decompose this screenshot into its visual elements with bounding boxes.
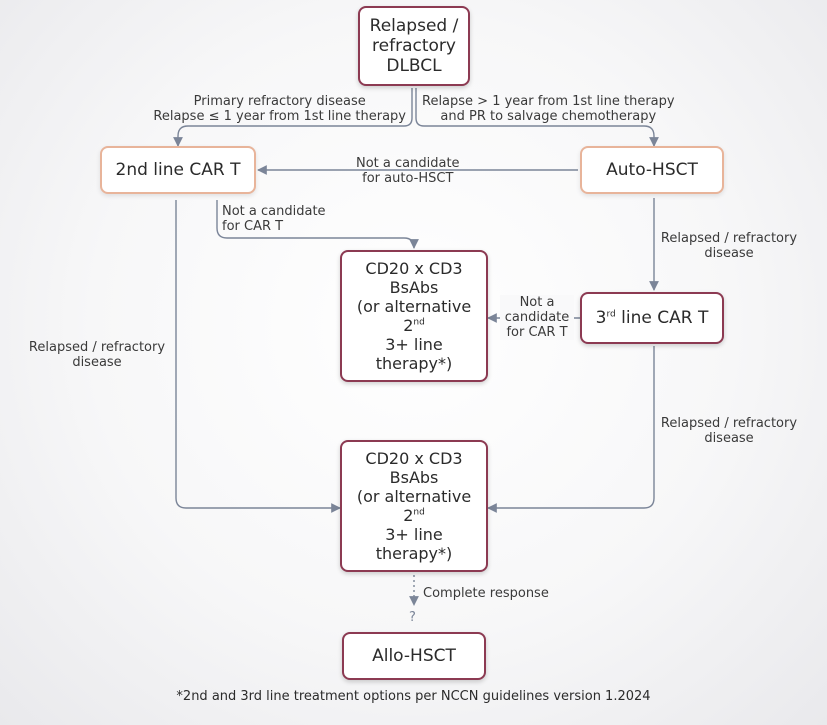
bsabs-mid-line3: (or alternative: [356, 297, 472, 316]
label-relapsed-right-2-line2: disease: [704, 431, 754, 446]
bsabs-bot-line3: (or alternative: [356, 487, 472, 506]
node-bsabs-middle: CD20 x CD3 BsAbs (or alternative 2nd 3+ …: [340, 250, 488, 382]
label-relapsed-left-line2: disease: [72, 355, 122, 370]
edge-start-to-auto: [415, 88, 659, 147]
node-2nd-line-car-t-label: 2nd line CAR T: [115, 160, 241, 180]
node-relapsed-dlbcl-line2: refractory: [372, 36, 456, 56]
car3-ordinal: 3: [595, 308, 607, 328]
label-not-candidate-cart-a-line2: for CAR T: [222, 219, 284, 234]
bsabs-bot-line2: BsAbs: [389, 468, 439, 487]
label-not-candidate-auto: Not a candidate for auto-HSCT: [356, 156, 460, 186]
label-not-candidate-cart-b: Not a candidate for CAR T: [500, 295, 574, 340]
edge-car3-to-bsabs-bot: [487, 346, 655, 513]
bsabs-mid-line1: CD20 x CD3: [365, 259, 463, 278]
label-relapse-gt-1-year-line1: Relapse > 1 year from 1st line therapy: [422, 94, 675, 109]
bsabs-bot-line6: therapy*): [375, 544, 453, 563]
label-not-candidate-auto-line2: for auto-HSCT: [362, 171, 454, 186]
car3-rest: line CAR T: [615, 308, 709, 328]
label-not-candidate-cart-b-line2: candidate: [504, 310, 570, 325]
bsabs-mid-ordinal: 2: [403, 316, 414, 335]
node-relapsed-dlbcl-line1: Relapsed /: [369, 16, 459, 36]
node-auto-hsct: Auto-HSCT: [580, 146, 724, 194]
bsabs-bot-line5: 3+ line: [385, 525, 443, 544]
label-relapsed-left-line1: Relapsed / refractory: [28, 340, 166, 355]
label-relapsed-right-1-line2: disease: [704, 246, 754, 261]
bsabs-mid-line6: therapy*): [375, 354, 453, 373]
label-not-candidate-auto-line1: Not a candidate: [356, 156, 460, 171]
edge-start-to-car2: [173, 88, 413, 147]
bsabs-mid-line2: BsAbs: [389, 278, 439, 297]
bsabs-bot-line4: 2nd: [403, 506, 425, 525]
bsabs-bot-line1: CD20 x CD3: [365, 449, 463, 468]
label-primary-refractory-line2: Relapse ≤ 1 year from 1st line therapy: [153, 109, 406, 124]
label-relapsed-right-2-line1: Relapsed / refractory: [660, 416, 798, 431]
node-relapsed-dlbcl-line3: DLBCL: [386, 56, 442, 76]
node-relapsed-dlbcl: Relapsed / refractory DLBCL: [358, 6, 470, 86]
label-relapse-gt-1-year-line2: and PR to salvage chemotherapy: [440, 109, 657, 124]
label-primary-refractory: Primary refractory disease Relapse ≤ 1 y…: [153, 94, 406, 124]
label-not-candidate-cart-a-line1: Not a candidate: [222, 204, 326, 219]
label-not-candidate-cart-a: Not a candidate for CAR T: [222, 204, 326, 234]
label-relapse-gt-1-year: Relapse > 1 year from 1st line therapy a…: [422, 94, 675, 124]
node-3rd-line-car-t-label: 3rd line CAR T: [596, 308, 709, 328]
node-2nd-line-car-t: 2nd line CAR T: [100, 146, 256, 194]
bsabs-bot-ordinal-suffix: nd: [413, 507, 425, 518]
label-primary-refractory-line1: Primary refractory disease: [193, 94, 366, 109]
footnote: *2nd and 3rd line treatment options per …: [176, 689, 651, 704]
edge-car2-to-bsabs-bot: [175, 200, 341, 513]
bsabs-bot-ordinal: 2: [403, 506, 414, 525]
node-allo-hsct: Allo-HSCT: [342, 632, 486, 680]
node-auto-hsct-label: Auto-HSCT: [606, 160, 698, 180]
label-relapsed-left: Relapsed / refractory disease: [22, 340, 172, 370]
bsabs-mid-line4: 2nd: [403, 316, 425, 335]
car3-ordinal-suffix: rd: [606, 309, 616, 320]
label-relapsed-right-1-line1: Relapsed / refractory: [660, 231, 798, 246]
label-not-candidate-cart-b-line3: for CAR T: [506, 325, 568, 340]
edge-car2-to-bsabs-mid: [216, 200, 419, 249]
node-3rd-line-car-t: 3rd line CAR T: [580, 292, 724, 344]
bsabs-mid-ordinal-suffix: nd: [413, 317, 425, 328]
label-complete-response: Complete response: [423, 586, 549, 601]
bsabs-mid-line5: 3+ line: [385, 335, 443, 354]
label-relapsed-right-2: Relapsed / refractory disease: [654, 416, 804, 446]
label-question-mark: ?: [409, 610, 416, 625]
label-relapsed-right-1: Relapsed / refractory disease: [654, 231, 804, 261]
label-not-candidate-cart-b-line1: Not a: [519, 295, 555, 310]
node-allo-hsct-label: Allo-HSCT: [372, 646, 456, 666]
node-bsabs-bottom: CD20 x CD3 BsAbs (or alternative 2nd 3+ …: [340, 440, 488, 572]
